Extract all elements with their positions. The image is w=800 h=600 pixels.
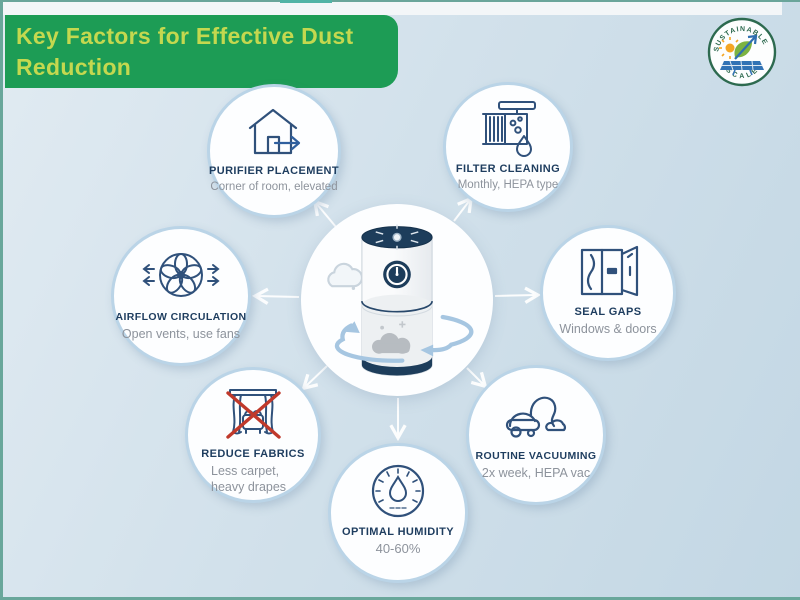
arrow-to-filter-cleaning xyxy=(453,195,474,222)
central-hub xyxy=(301,204,493,396)
logo-growth-arrow-icon xyxy=(734,34,758,60)
node-filter-cleaning: FILTER CLEANING Monthly, HEPA type xyxy=(443,82,573,212)
purifier-top-light-icon xyxy=(375,224,419,251)
vacuum-cleaner-icon xyxy=(500,381,572,447)
open-window-icon xyxy=(575,241,641,303)
node-title: SEAL GAPS xyxy=(574,306,642,318)
title-banner: Key Factors for Effective Dust Reduction xyxy=(5,15,398,88)
brand-logo: SUSTAINABLE SCALE xyxy=(707,17,777,87)
node-purifier-placement: PURIFIER PLACEMENT Corner of room, eleva… xyxy=(207,84,341,218)
arrow-to-reduce-fabrics xyxy=(301,365,328,391)
node-reduce-fabrics: REDUCE FABRICS Less carpet, heavy drapes xyxy=(185,367,321,503)
node-airflow-circulation: AIRFLOW CIRCULATION Open vents, use fans xyxy=(111,226,251,366)
node-title: ROUTINE VACUUMING xyxy=(475,450,597,462)
purifier-base xyxy=(361,356,433,376)
node-title: AIRFLOW CIRCULATION xyxy=(115,311,247,323)
page-title-line2: Reduction xyxy=(16,53,132,80)
top-edge-line xyxy=(0,0,800,2)
node-seal-gaps: SEAL GAPS Windows & doors xyxy=(540,225,676,361)
arrow-to-purifier-placement xyxy=(312,199,337,228)
hygrometer-icon xyxy=(369,459,427,523)
arrow-to-routine-vacuuming xyxy=(466,367,488,389)
node-routine-vacuuming: ROUTINE VACUUMING 2x week, HEPA vac xyxy=(466,365,606,505)
top-accent-mark xyxy=(280,0,332,3)
node-title: PURIFIER PLACEMENT xyxy=(208,165,340,177)
sustainable-scale-logo-icon: SUSTAINABLE SCALE xyxy=(707,17,777,87)
node-subtitle: Windows & doors xyxy=(559,322,657,336)
logo-solar-panel-icon xyxy=(720,60,764,76)
node-title: REDUCE FABRICS xyxy=(201,448,305,460)
house-exit-arrow-icon xyxy=(242,100,306,162)
fan-airflow-icon xyxy=(142,242,220,308)
node-title: FILTER CLEANING xyxy=(455,163,561,175)
top-band xyxy=(0,0,782,15)
filter-washing-icon xyxy=(477,98,539,160)
node-subtitle: Corner of room, elevated xyxy=(210,181,338,193)
bottom-edge-strip xyxy=(0,597,800,600)
node-subtitle: Open vents, use fans xyxy=(121,327,241,341)
crossed-fabrics-icon xyxy=(221,383,285,445)
air-purifier-illustration xyxy=(327,224,474,377)
dust-cloud-icon xyxy=(372,332,411,354)
node-subtitle: Less carpet, heavy drapes xyxy=(211,464,287,495)
node-subtitle: 40-60% xyxy=(375,541,421,556)
node-subtitle: 2x week, HEPA vac xyxy=(481,466,591,480)
air-swirl-arrows-icon xyxy=(334,314,474,363)
logo-sun-icon xyxy=(719,37,739,59)
page-title-line1: Key Factors for Effective Dust xyxy=(16,22,354,49)
left-edge-strip xyxy=(0,0,3,600)
purifier-dial-icon xyxy=(383,260,411,289)
arrow-to-seal-gaps xyxy=(494,286,542,304)
node-title: OPTIMAL HUMIDITY xyxy=(342,526,454,538)
node-subtitle: Monthly, HEPA type xyxy=(457,179,559,191)
red-cross-icon xyxy=(226,391,281,439)
arrow-to-airflow-circulation xyxy=(251,287,300,305)
clean-air-cloud-icon xyxy=(327,262,363,288)
node-optimal-humidity: OPTIMAL HUMIDITY 40-60% xyxy=(328,443,468,583)
